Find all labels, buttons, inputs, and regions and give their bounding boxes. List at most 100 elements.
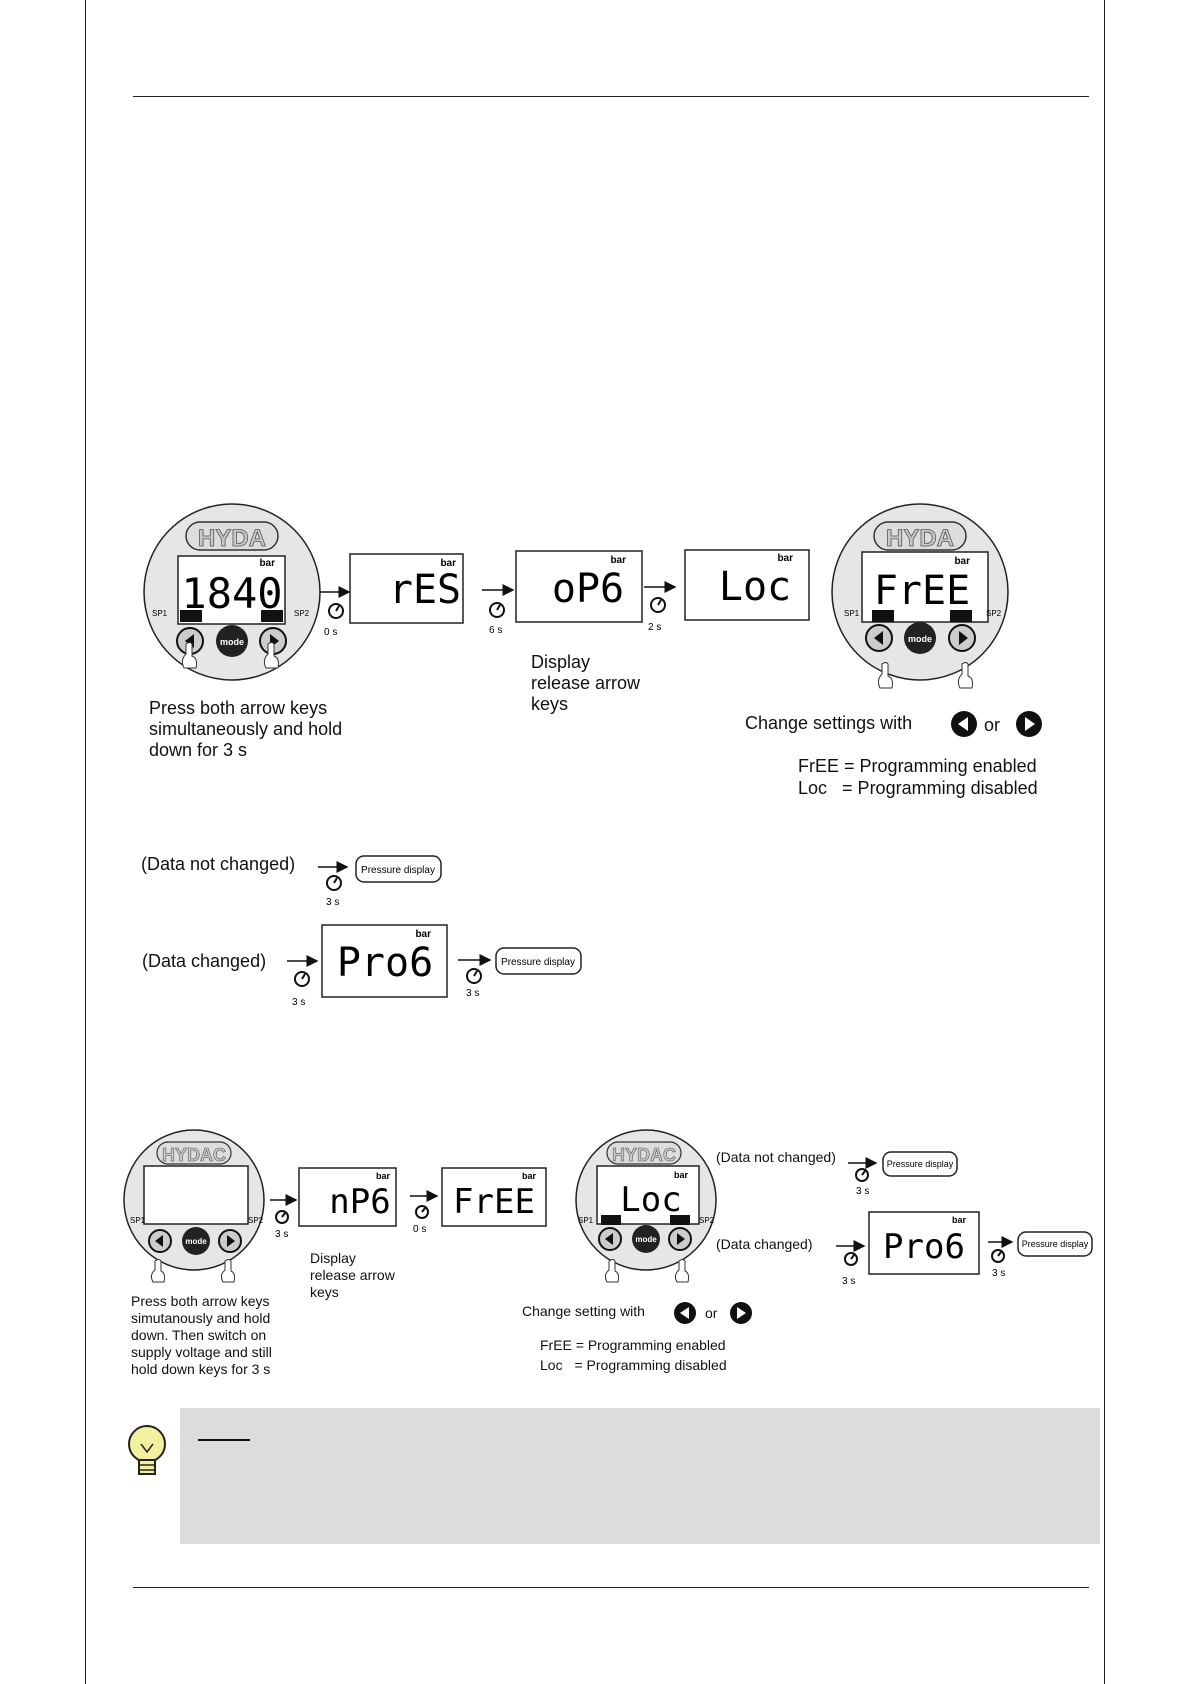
caption-line: release arrow	[531, 673, 641, 693]
press-caption: Press both arrow keys simultaneously and…	[149, 698, 342, 761]
note-heading-underline	[198, 1439, 250, 1441]
finger-icon	[604, 1259, 620, 1283]
brand-logo: HYDAC	[162, 1145, 226, 1165]
time-label: 3 s	[842, 1276, 855, 1287]
mode-key[interactable]	[904, 622, 936, 654]
time-label: 0 s	[324, 627, 337, 638]
time-label: 2 s	[648, 622, 661, 633]
sp1-label: SP1	[844, 609, 860, 618]
brand-logo: HYDA	[886, 525, 954, 552]
caption-line: simultaneously and hold	[149, 719, 343, 739]
caption-line: keys	[531, 694, 569, 714]
legend-key: Loc	[540, 1357, 563, 1373]
legend-key: Loc	[798, 778, 828, 798]
data-changed-label-2: (Data changed)	[716, 1236, 813, 1252]
caption-line: keys	[310, 1284, 339, 1300]
data-not-changed-label-2: (Data not changed)	[716, 1149, 836, 1165]
lcd-screen	[143, 1165, 249, 1225]
legend-desc: = Programming disabled	[574, 1357, 727, 1373]
display-prog	[868, 1211, 980, 1275]
loc-legend: Loc = Programming disabled	[798, 778, 1038, 799]
pressure-display-label: Pressure display	[361, 865, 435, 876]
time-label: 6 s	[489, 625, 502, 636]
left-arrow-icon	[874, 631, 883, 645]
device-3: HYDAC SP1 SP2 mode	[123, 1129, 265, 1283]
caption-line: Display	[310, 1250, 356, 1266]
display-text: nP6	[329, 1182, 390, 1222]
display-text: FrEE	[874, 568, 970, 614]
sp1-label: SP1	[152, 609, 168, 618]
time-label: 0 s	[413, 1224, 426, 1235]
or-label: or	[984, 715, 1001, 735]
caption-line: release arrow	[310, 1267, 395, 1283]
timer-icon	[275, 1210, 289, 1224]
pressure-display-label: Pressure display	[1022, 1239, 1089, 1249]
timer-icon	[991, 1249, 1005, 1263]
unit-label: bar	[954, 556, 970, 567]
caption-line: down for 3 s	[149, 740, 248, 760]
release-caption: Display release arrow keys	[531, 652, 640, 715]
legend-desc: = Programming enabled	[844, 756, 1037, 776]
right-arrow-icon	[227, 1235, 235, 1247]
press-caption-2: Press both arrow keys simutanously and h…	[131, 1293, 272, 1378]
sp2-label: SP2	[986, 609, 1002, 618]
display-loc	[684, 549, 810, 621]
caption-line: hold down keys for 3 s	[131, 1361, 271, 1377]
display-np6	[298, 1167, 397, 1227]
legend-desc: = Programming enabled	[575, 1337, 726, 1353]
sp1-label: SP1	[130, 1216, 146, 1225]
footer-rule	[133, 1587, 1089, 1588]
data-not-changed-label: (Data not changed)	[141, 854, 296, 874]
timer-icon	[844, 1252, 858, 1266]
time-label: 3 s	[275, 1229, 288, 1240]
caption-line: Press both arrow keys	[131, 1293, 270, 1309]
timer-icon	[326, 875, 342, 891]
display-prog	[321, 924, 448, 998]
finger-icon	[674, 1259, 690, 1283]
change-setting-caption-2: Change setting with	[522, 1303, 645, 1319]
device-2: HYDA bar FrEE SP1 SP2 mode	[831, 503, 1009, 689]
mode-key[interactable]	[632, 1225, 660, 1253]
note-box	[180, 1408, 1100, 1544]
mode-key[interactable]	[182, 1227, 210, 1255]
finger-icon	[957, 662, 973, 689]
mode-key[interactable]	[216, 625, 248, 657]
lightbulb-icon	[128, 1425, 166, 1475]
caption-line: simutanously and hold	[131, 1310, 271, 1326]
display-text: Loc	[620, 1180, 681, 1220]
free-legend: FrEE = Programming enabled	[798, 756, 1037, 777]
release-caption-2: Display release arrow keys	[310, 1250, 395, 1301]
legend-key: FrEE	[798, 756, 840, 776]
legend-desc: = Programming disabled	[842, 778, 1038, 798]
unit-label: bar	[259, 558, 275, 569]
caption-line: Display	[531, 652, 591, 672]
unit-label: bar	[777, 553, 793, 564]
pressure-display-label: Pressure display	[887, 1159, 954, 1169]
time-label: 3 s	[992, 1268, 1005, 1279]
timer-icon	[415, 1205, 429, 1219]
pressure-display-box	[495, 947, 582, 975]
unit-label: bar	[674, 1170, 689, 1180]
finger-icon	[181, 642, 197, 669]
unit-label: bar	[952, 1215, 967, 1225]
pressure-display-box	[355, 855, 442, 883]
brand-logo: HYDA	[198, 525, 266, 552]
timer-icon	[489, 602, 505, 618]
time-label: 3 s	[326, 897, 339, 908]
unit-label: bar	[415, 929, 431, 940]
display-res	[349, 553, 464, 624]
header-rule	[133, 96, 1089, 97]
left-arrow-icon	[605, 1233, 613, 1245]
left-arrow-icon	[155, 1235, 163, 1247]
unit-label: bar	[376, 1171, 391, 1181]
or-label-2: or	[705, 1305, 718, 1321]
legend-key: FrEE	[540, 1337, 572, 1353]
finger-icon	[220, 1259, 236, 1283]
pressure-display-label: Pressure display	[501, 957, 575, 968]
data-changed-label: (Data changed)	[142, 951, 267, 971]
sp1-label: SP1	[578, 1216, 594, 1225]
time-label: 3 s	[856, 1186, 869, 1197]
time-label: 3 s	[292, 997, 305, 1008]
